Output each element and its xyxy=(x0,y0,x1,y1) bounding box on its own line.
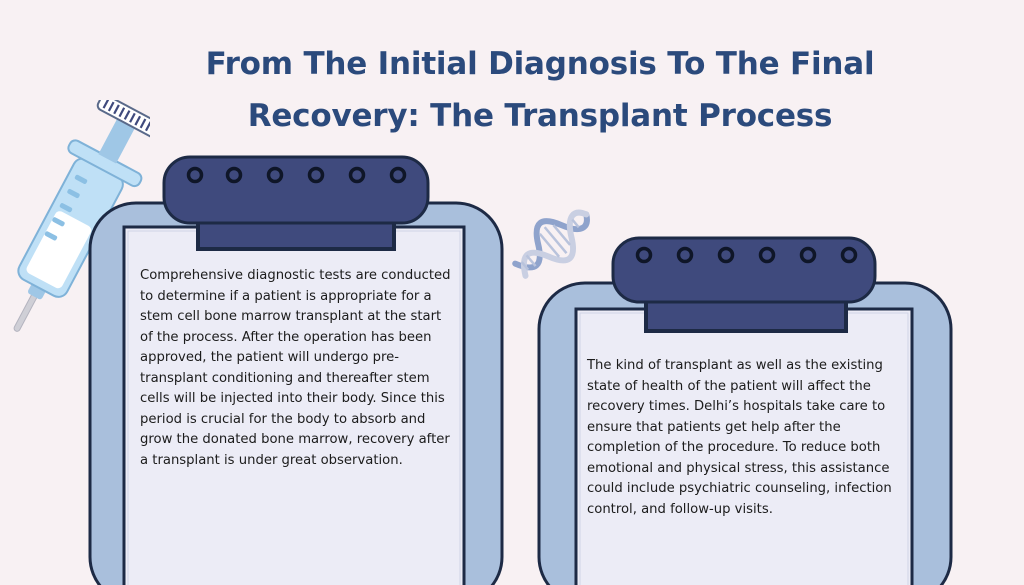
clipboard-2 xyxy=(537,236,953,585)
clipboard-2-text: The kind of transplant as well as the ex… xyxy=(587,358,892,517)
title-line-2: Recovery: The Transplant Process xyxy=(247,98,833,134)
clipboard-1-text: Comprehensive diagnostic tests are condu… xyxy=(140,268,451,468)
title-line-1: From The Initial Diagnosis To The Final xyxy=(205,46,875,82)
syringe-icon xyxy=(13,100,150,332)
slide-title: From The Initial Diagnosis To The Final … xyxy=(160,38,920,142)
clipboard-1 xyxy=(88,155,504,585)
dna-icon xyxy=(512,209,590,279)
